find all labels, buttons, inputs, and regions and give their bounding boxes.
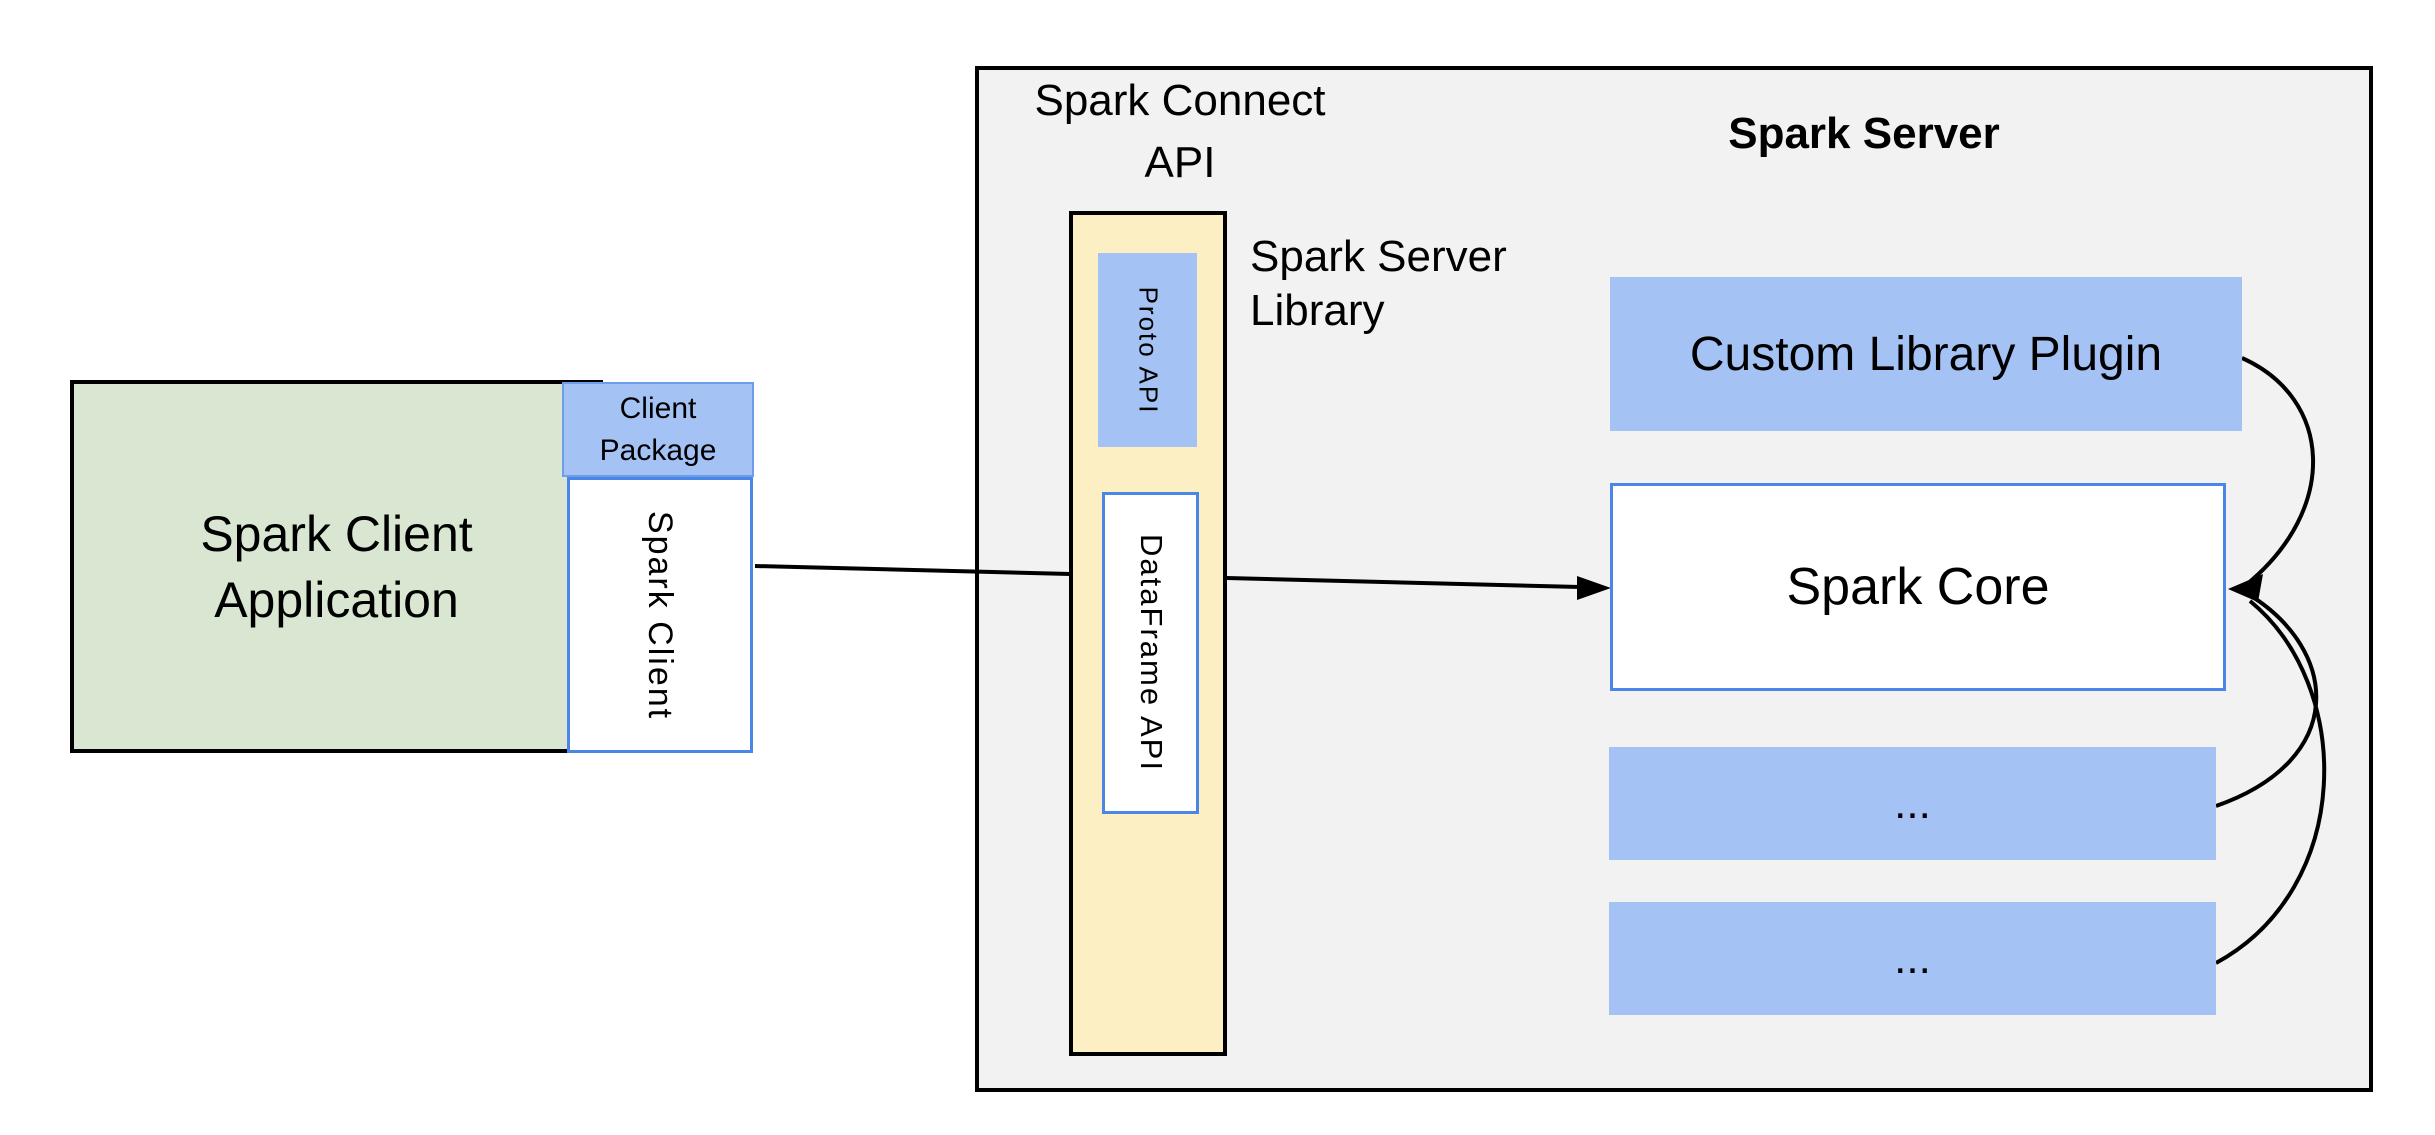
dataframe-api-box: DataFrame API bbox=[1102, 492, 1199, 814]
custom-library-plugin-box: Custom Library Plugin bbox=[1610, 277, 2242, 431]
spark-server-library-label: Spark Server Library bbox=[1250, 232, 1507, 335]
custom-library-plugin-label: Custom Library Plugin bbox=[1689, 327, 2163, 381]
spark-server-title: Spark Server bbox=[1728, 109, 2000, 158]
extra-plugin-label-1: ... bbox=[1894, 778, 1931, 828]
spark-connect-api-title-line2: API bbox=[1144, 138, 1216, 187]
spark-core-box: Spark Core bbox=[1610, 483, 2226, 691]
dataframe-api-label: DataFrame API bbox=[1133, 534, 1169, 772]
client-package-label: Client Package bbox=[599, 391, 717, 467]
spark-connect-api-title-line1: Spark Connect bbox=[1034, 76, 1326, 125]
extra-plugin-box-1: ... bbox=[1609, 747, 2216, 860]
spark-client-application-box: Spark Client Application bbox=[70, 380, 603, 753]
proto-api-box: Proto API bbox=[1098, 253, 1197, 447]
spark-core-label: Spark Core bbox=[1786, 558, 2050, 616]
spark-client-application-label: Spark Client Application bbox=[200, 505, 473, 628]
spark-client-label: Spark Client bbox=[641, 510, 680, 720]
client-package-box: Client Package bbox=[562, 382, 754, 477]
spark-connect-api-title: Spark Connect API bbox=[960, 70, 1400, 194]
proto-api-label: Proto API bbox=[1133, 286, 1163, 414]
extra-plugin-box-2: ... bbox=[1609, 902, 2216, 1015]
extra-plugin-label-2: ... bbox=[1894, 933, 1931, 983]
spark-client-box: Spark Client bbox=[567, 477, 753, 753]
